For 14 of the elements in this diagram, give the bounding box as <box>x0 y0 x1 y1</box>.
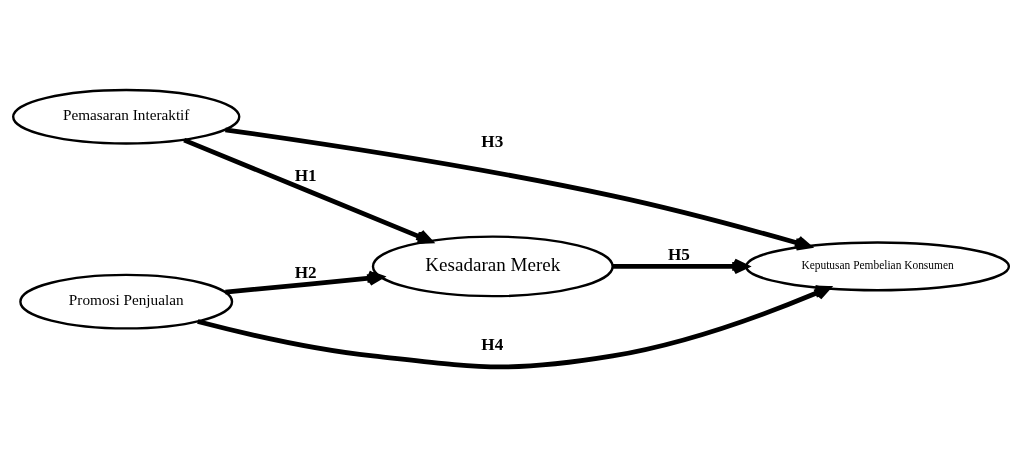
node-ellipse: Pemasaran Interaktif <box>12 88 241 145</box>
arrow <box>197 284 831 369</box>
arrow <box>225 270 384 295</box>
edge-label: H1 <box>294 165 317 185</box>
edge-label: H4 <box>481 334 504 354</box>
node-ellipse: Promosi Penjualan <box>19 273 234 330</box>
edge-label: H5 <box>668 244 690 264</box>
edge-label: H2 <box>294 262 317 282</box>
arrow <box>225 126 812 251</box>
node-ellipse: Kesadaran Merek <box>371 234 614 297</box>
arrow <box>612 258 749 274</box>
node-ellipse: Keputusan Pembelian Konsumen <box>745 240 1011 291</box>
arrow <box>183 137 433 244</box>
edge-label: H3 <box>481 131 504 151</box>
